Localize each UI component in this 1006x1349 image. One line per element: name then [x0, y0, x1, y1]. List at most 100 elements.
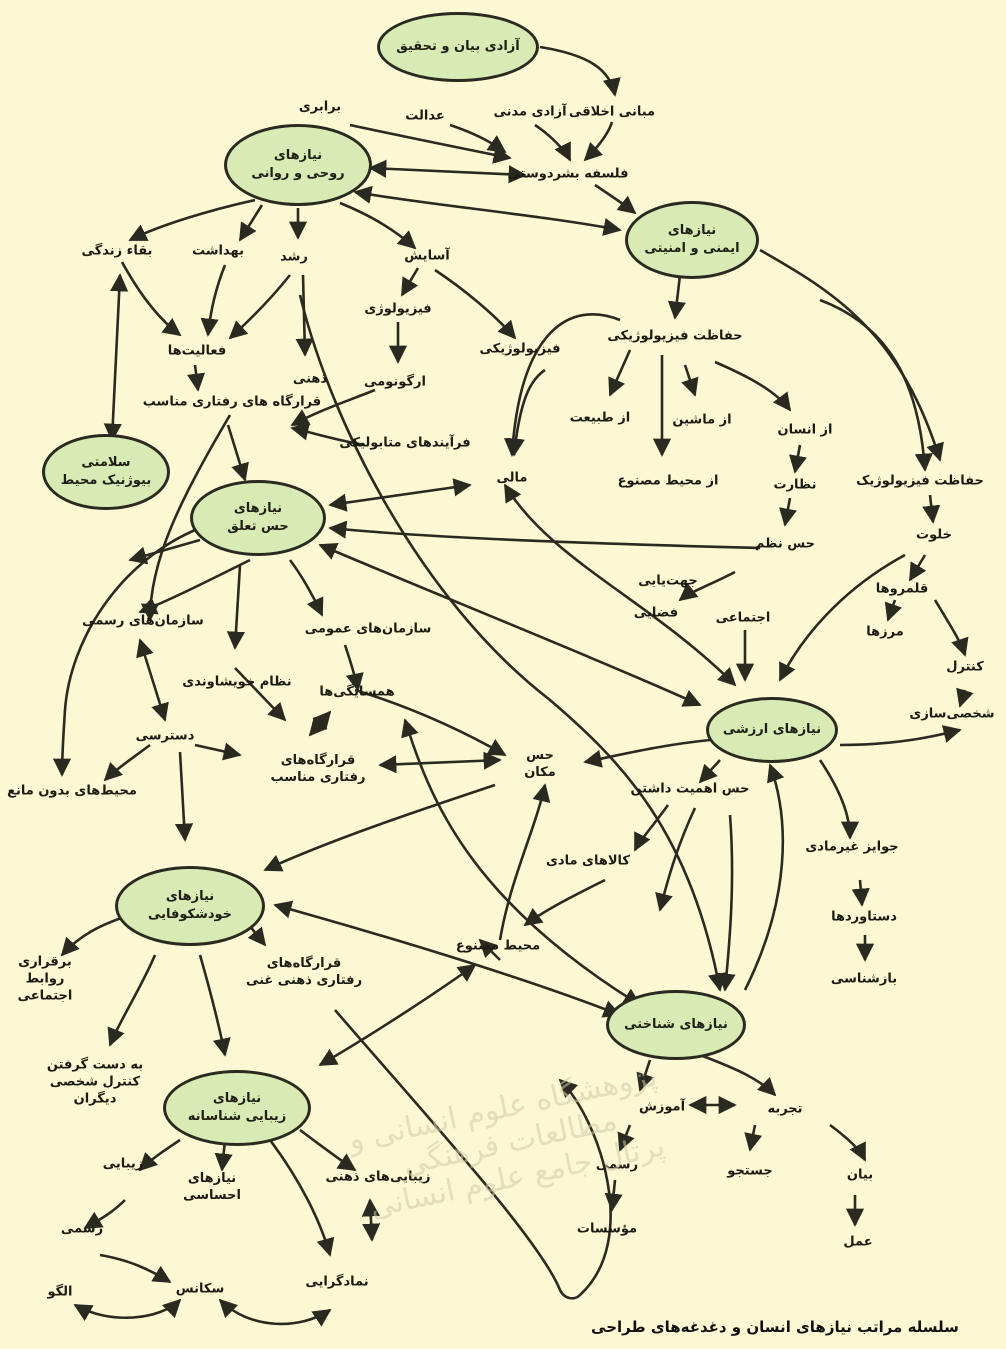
node-label: ایمنی و امنیتی	[644, 241, 740, 256]
label-physio-protection: حفاظت فیزیولوژیکی	[607, 328, 743, 344]
diagram-caption: سلسله مراتب نیازهای انسان و دغدغه‌های طر…	[591, 1318, 959, 1336]
label-kinship: نظام خویشاوندی	[182, 674, 292, 690]
edge	[343, 644, 364, 692]
label-health: بهداشت	[192, 243, 244, 259]
node-belonging-needs: نیازهای حس تعلق	[190, 480, 326, 556]
edge	[956, 687, 974, 708]
label-from-nature: از طبیعت	[569, 410, 631, 426]
edge	[198, 954, 231, 1057]
node-label: خودشکوفایی	[147, 907, 233, 922]
edge	[234, 667, 287, 722]
label-justice: عدالت	[405, 108, 445, 124]
label-ethics: مبانی اخلاقی	[568, 104, 656, 120]
edge	[187, 364, 206, 392]
label-territories: قلمروها	[875, 581, 929, 597]
label-expression: بیان	[846, 1167, 874, 1183]
edge	[604, 1179, 623, 1212]
node-label: نیازهای	[233, 501, 283, 517]
node-label: نیازهای ارزشی	[722, 722, 822, 738]
label-symbolism: نمادگرایی	[305, 1274, 369, 1290]
label-public-organizations: سازمان‌های عمومی	[304, 621, 432, 637]
node-spiritual-needs: نیازهای روحی و روانی	[224, 124, 372, 206]
edge	[140, 414, 232, 622]
label-from-machine: از ماشین	[672, 412, 732, 428]
edge	[128, 538, 201, 565]
label-emotional-needs: نیازهای احساسی	[183, 1171, 241, 1203]
label-ergonomics: ارگونومی	[364, 374, 426, 390]
edge	[73, 1298, 182, 1322]
label-metabolic: فرآیندهای متابولیکی	[339, 435, 471, 451]
edge	[298, 294, 726, 992]
edge	[655, 807, 697, 912]
node-selfactualization-needs: نیازهای خودشکوفایی	[115, 866, 265, 946]
edge	[594, 183, 637, 215]
node-label: نیازهای	[212, 1091, 262, 1107]
label-barrier-free: محیط‌های بدون مانع	[7, 783, 137, 799]
edge	[299, 1128, 357, 1172]
label-sense-of-importance: حس اهمیت داشتن	[630, 781, 750, 797]
edge	[228, 274, 292, 340]
node-label: آزادی بیان و تحقیق	[396, 39, 520, 55]
label-privacy: خلوت	[916, 527, 952, 543]
edge	[851, 879, 870, 907]
label-financial: مالی	[496, 470, 528, 486]
label-rich-mind-settings: قرارگاه‌های رفتاری ذهنی غنی	[245, 956, 363, 988]
edge	[884, 599, 903, 622]
edge	[401, 718, 642, 1007]
edge	[218, 1298, 332, 1327]
edge	[699, 1053, 777, 1097]
label-physiology: فیزیولوژی	[364, 301, 432, 317]
edge	[933, 599, 969, 657]
edge	[83, 1199, 126, 1230]
edge	[268, 1139, 335, 1257]
edge	[226, 564, 245, 650]
label-access: دسترسی	[135, 728, 195, 744]
label-social: اجتماعی	[715, 610, 771, 626]
edge	[136, 638, 169, 722]
label-orientation: جهت‌یابی	[638, 573, 698, 589]
node-label: حس تعلق	[227, 519, 289, 534]
label-surveillance: نظارت	[773, 477, 817, 493]
edge	[353, 185, 622, 236]
edge	[103, 273, 129, 442]
label-spatial: فضایی	[633, 605, 679, 621]
edge	[120, 261, 182, 337]
label-growth: رشد	[280, 249, 308, 265]
label-sense-of-order: حس نظم	[754, 536, 816, 552]
label-formal-2: رسمی	[595, 1157, 639, 1173]
edge	[328, 478, 472, 512]
edge	[434, 268, 517, 340]
edge	[539, 45, 621, 97]
edge	[534, 123, 572, 162]
node-eco-health: سلامتی بیوژنیک محیط	[42, 434, 170, 510]
edge	[349, 123, 512, 164]
label-comfort: آسایش	[404, 248, 450, 264]
label-formal-organizations: سازمان‌های رسمی	[82, 613, 204, 629]
node-label: نیازهای شناختی	[624, 1017, 728, 1033]
label-borders: مرزها	[866, 624, 904, 640]
label-built-environment: محیط مصنوع	[455, 938, 541, 954]
edge	[506, 368, 546, 457]
label-sense-of-place: حس مکان	[524, 748, 556, 780]
edge	[334, 1009, 612, 1300]
label-institutions: مؤسسات	[576, 1221, 638, 1237]
edge	[478, 938, 501, 961]
edge	[819, 298, 933, 472]
edge	[138, 1138, 181, 1172]
edge	[238, 204, 264, 242]
label-personalization: شخصی‌سازی	[909, 706, 995, 722]
label-from-human: از انسان	[777, 422, 833, 438]
edge	[99, 1253, 172, 1284]
edge	[378, 751, 502, 774]
label-sequence: سکانس	[175, 1281, 225, 1297]
label-survival: بقاء زندگی	[81, 243, 153, 259]
edge	[400, 267, 420, 297]
edge	[361, 1198, 381, 1242]
label-mental: ذهنی	[292, 371, 328, 387]
edge	[839, 725, 962, 747]
label-philanthropy: فلسفه بشردوستی	[507, 166, 629, 182]
edge	[717, 814, 736, 992]
label-civil-freedom: آزادی مدنی	[493, 104, 567, 120]
node-label: نیازهای	[273, 148, 323, 164]
